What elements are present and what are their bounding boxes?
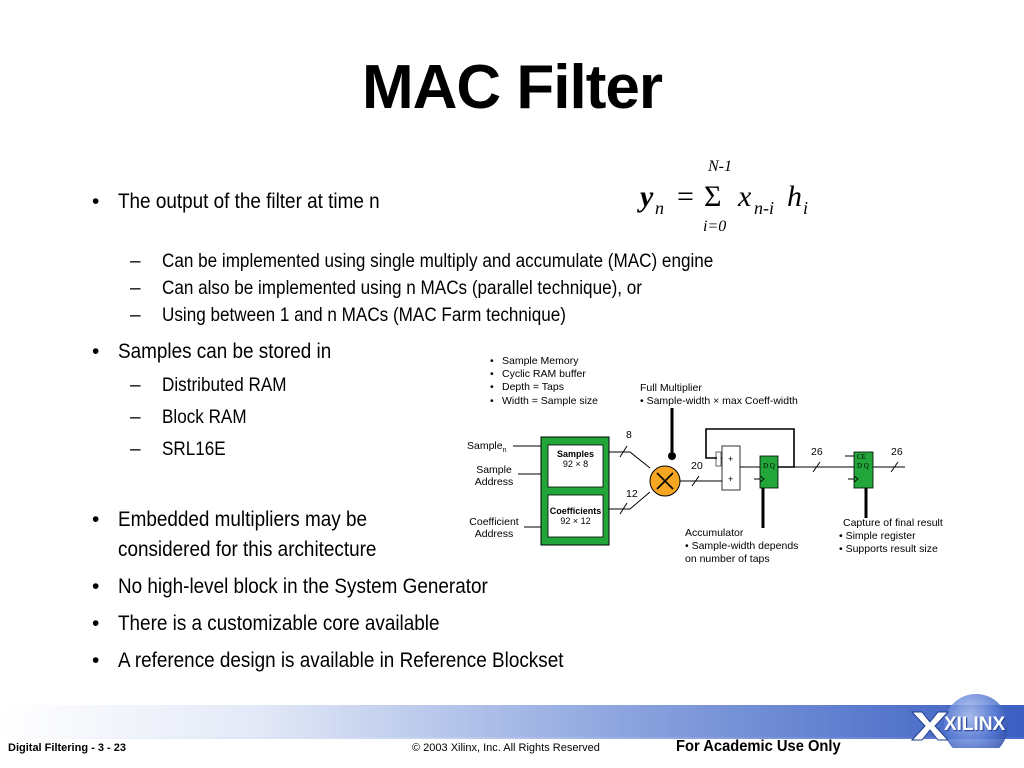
footer-copyright: © 2003 Xilinx, Inc. All Rights Reserved	[412, 742, 600, 754]
coefficients-block	[547, 494, 604, 538]
bus-width-12: 12	[626, 488, 638, 500]
accumulator-note-title: Accumulator	[685, 527, 744, 539]
samples-block-label: Samples 92 × 8	[556, 449, 595, 469]
memory-note-width: Width = Sample size	[502, 395, 598, 407]
bus-slash-26b	[890, 461, 899, 473]
adder-plus-bottom: +	[728, 474, 734, 484]
sample-in-label: Samplen	[467, 440, 507, 455]
bullet-samples-stored: Samples can be stored in	[118, 340, 332, 363]
coefficients-out-wire	[609, 491, 651, 510]
footer-academic-use: For Academic Use Only	[676, 738, 841, 755]
capture-register-ce: CE	[857, 453, 866, 461]
formula-lhs-sub: n	[655, 198, 664, 218]
bullet-no-high-level-block: No high-level block in the System Genera…	[118, 575, 488, 598]
multiplier-x-stroke	[656, 472, 674, 490]
formula-upper-limit: N-1	[708, 158, 732, 175]
bus-width-26a: 26	[811, 446, 823, 458]
bus-slash-26a	[812, 461, 821, 473]
sample-address-label: Sample Address	[474, 464, 514, 488]
dash-glyph: –	[130, 439, 141, 460]
memory-note-depth: Depth = Taps	[502, 381, 564, 393]
adder-in-stub	[715, 451, 722, 467]
xilinx-logo: XILINX	[906, 688, 1018, 758]
memory-note-sample-memory: Sample Memory	[502, 355, 579, 367]
bullet-glyph: •	[92, 508, 100, 531]
memory-note-bullet: •	[490, 395, 494, 407]
capture-note-size: • Supports result size	[839, 543, 938, 555]
dash-glyph: –	[130, 305, 141, 326]
sub-bullet-single-mac: Can be implemented using single multiply…	[162, 251, 714, 272]
multiplier-pointer-dot	[668, 452, 676, 460]
bullet-embedded-multipliers-cont: considered for this architecture	[118, 538, 377, 561]
memory-note-bullet: •	[490, 368, 494, 380]
bus-slash-20	[691, 475, 700, 487]
coefficient-address-label: Coefficient Address	[469, 516, 519, 540]
sub-bullet-block-ram: Block RAM	[162, 407, 247, 428]
slide-title: MAC Filter	[362, 53, 663, 122]
formula-lower-limit: i=0	[703, 218, 727, 235]
bullet-customizable-core: There is a customizable core available	[118, 612, 440, 635]
formula-x: x	[738, 180, 752, 213]
accumulator-note-detail-cont: on number of taps	[685, 553, 770, 565]
formula-equals: =	[677, 180, 694, 213]
memory-note-bullet: •	[490, 381, 494, 393]
accumulator-register-label: D Q	[763, 462, 775, 470]
bus-width-8: 8	[626, 429, 632, 441]
formula-h-sub: i	[803, 198, 809, 218]
sub-bullet-mac-farm: Using between 1 and n MACs (MAC Farm tec…	[162, 305, 566, 326]
coefficients-block-label: Coefficients 92 × 12	[549, 506, 602, 526]
formula-sigma: Σ	[704, 180, 722, 213]
bullet-reference-design: A reference design is available in Refer…	[118, 649, 564, 672]
xilinx-logo-text: XILINX	[944, 714, 1006, 735]
sub-bullet-n-macs: Can also be implemented using n MACs (pa…	[162, 278, 642, 299]
bus-width-26b: 26	[891, 446, 903, 458]
adder-block	[721, 445, 741, 491]
bus-slash-12	[619, 502, 628, 515]
bus-slash-8	[619, 445, 628, 458]
footer-band-line	[0, 737, 1024, 739]
bullet-filter-output: The output of the filter at time n	[118, 190, 380, 213]
samples-block	[547, 444, 604, 488]
bullet-embedded-multipliers: Embedded multipliers may be	[118, 508, 367, 531]
capture-note-title: Capture of final result	[843, 517, 943, 529]
formula-lhs: y	[640, 180, 654, 213]
memory-note-cyclic: Cyclic RAM buffer	[502, 368, 586, 380]
adder-plus-top: +	[728, 454, 734, 464]
footer-page-info: Digital Filtering - 3 - 23	[8, 742, 126, 754]
accumulator-clock-marker	[759, 475, 765, 483]
bullet-glyph: •	[92, 575, 100, 598]
memory-note-bullet: •	[490, 355, 494, 367]
multiplier-note-detail: • Sample-width × max Coeff-width	[640, 395, 798, 407]
sub-bullet-distributed-ram: Distributed RAM	[162, 375, 287, 396]
bullet-glyph: •	[92, 649, 100, 672]
footer-band	[0, 705, 1024, 737]
sub-bullet-srl16e: SRL16E	[162, 439, 226, 460]
bullet-glyph: •	[92, 612, 100, 635]
samples-out-wire	[609, 451, 651, 469]
accumulator-register	[759, 455, 779, 489]
capture-note-register: • Simple register	[839, 530, 916, 542]
capture-clock-marker	[853, 475, 859, 483]
capture-register	[853, 451, 874, 489]
formula-h: h	[787, 180, 802, 213]
capture-register-label: D Q	[857, 462, 869, 470]
formula-x-sub: n-i	[754, 198, 774, 218]
multiplier-note-title: Full Multiplier	[640, 382, 702, 394]
dash-glyph: –	[130, 278, 141, 299]
dash-glyph: –	[130, 251, 141, 272]
dash-glyph: –	[130, 407, 141, 428]
bus-width-20: 20	[691, 460, 703, 472]
bullet-glyph: •	[92, 340, 100, 363]
accumulator-note-detail: • Sample-width depends	[685, 540, 799, 552]
xilinx-logo-mark	[910, 694, 1008, 758]
dash-glyph: –	[130, 375, 141, 396]
bullet-glyph: •	[92, 190, 100, 213]
